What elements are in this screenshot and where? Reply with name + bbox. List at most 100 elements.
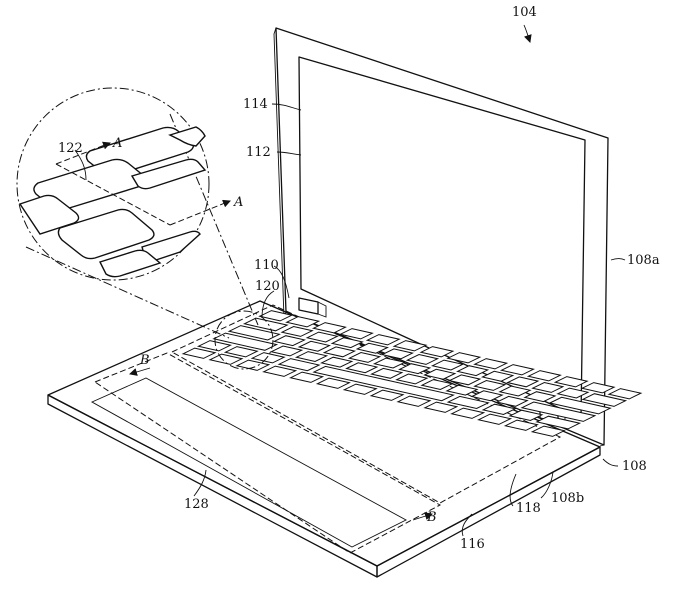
section-marker-a-top: A	[112, 136, 122, 151]
keyboard-key	[480, 370, 515, 382]
keyboard-key	[262, 365, 298, 377]
keyboard-key	[297, 340, 331, 352]
enlarged-key	[18, 194, 80, 235]
section-marker-a-right: A	[233, 195, 243, 210]
keyboard-key	[530, 425, 566, 437]
label-display-area: 114	[243, 97, 268, 112]
label-input-region: 116	[460, 537, 485, 552]
section-marker-b-right: B	[426, 510, 437, 525]
keyboard-key	[470, 390, 504, 402]
keyboard-key	[430, 359, 465, 371]
keyboard-key	[181, 347, 217, 359]
keyboard-key	[523, 391, 557, 403]
keyboard-key	[495, 395, 529, 407]
keyboard-key	[242, 317, 289, 332]
keyboard-keys	[181, 310, 643, 437]
keyboard-key	[223, 346, 259, 358]
keyboard-key	[392, 340, 428, 352]
keyboard-key	[520, 401, 597, 422]
label-display: 112	[246, 145, 271, 160]
keyboard-key	[372, 357, 407, 369]
keyboard-key	[481, 403, 517, 416]
keyboard-key	[580, 382, 616, 394]
keyboard-key	[345, 362, 379, 374]
keyboard-region-outline	[170, 304, 562, 504]
keyboard-key	[423, 401, 459, 413]
input-region-outline	[93, 352, 442, 554]
keyboard-key	[531, 381, 565, 393]
label-hinge: 110	[254, 258, 279, 273]
keyboard-key	[258, 310, 294, 322]
keyboard-key	[289, 371, 325, 383]
keyboard-key	[405, 353, 440, 365]
enlarged-key	[130, 158, 207, 190]
keyboard-key	[285, 316, 321, 328]
label-key: 120	[255, 279, 280, 294]
keyboard-key	[311, 322, 347, 334]
keyboard-key	[445, 384, 479, 396]
keyboard-key	[347, 351, 382, 363]
keyboard-key	[342, 383, 378, 395]
enlarged-key	[99, 249, 162, 278]
key-callout-circle	[214, 310, 274, 370]
keyboard-key	[370, 367, 404, 379]
keyboard-key	[277, 358, 321, 372]
laptop-base	[47, 300, 601, 578]
keyboard-key	[269, 345, 304, 357]
keyboard-key	[196, 340, 233, 352]
enlarged-key	[57, 208, 155, 260]
keyboard-key	[315, 377, 351, 389]
keyboard-key	[548, 396, 612, 415]
keyboard-key	[581, 393, 628, 407]
keyboard-key	[320, 356, 354, 368]
keyboard-key	[322, 346, 357, 358]
keyboard-key	[499, 364, 535, 376]
label-base: 108	[622, 459, 647, 474]
keyboard-key	[294, 351, 329, 363]
keyboard-key	[398, 363, 432, 375]
keyboard-key	[607, 388, 643, 400]
keyboard-key	[450, 407, 486, 419]
keyboard-key	[330, 337, 364, 349]
keyboard-key	[212, 332, 279, 351]
keyboard-key	[395, 373, 429, 385]
keyboard-key	[338, 328, 374, 340]
label-key-detail: 122	[58, 141, 83, 156]
keyboard-key	[477, 413, 513, 425]
keyboard-key	[448, 374, 482, 386]
keyboard-key	[369, 389, 405, 401]
keyboard-key	[446, 395, 490, 410]
keyboard-key	[250, 352, 286, 364]
keyboard-key	[503, 419, 539, 431]
keyboard-key	[446, 352, 482, 364]
magnified-key-detail	[16, 87, 274, 370]
label-device: 104	[512, 5, 537, 20]
section-marker-b-left: B	[139, 353, 150, 368]
keyboard-key	[423, 368, 457, 380]
trackpad-surface	[90, 377, 407, 548]
enlarged-key	[168, 126, 206, 147]
keyboard-key	[208, 353, 244, 365]
keyboard-key	[355, 342, 390, 354]
keyboard-key	[419, 346, 455, 358]
keyboard-key	[235, 359, 271, 371]
keyboard-key	[280, 325, 314, 337]
keyboard-key	[473, 358, 509, 370]
keyboard-key	[380, 348, 414, 360]
keyboard-key	[365, 334, 401, 346]
keyboard-key	[556, 387, 590, 399]
keyboard-key	[272, 335, 307, 347]
keyboard-key	[498, 385, 532, 397]
keyboard-key	[312, 365, 455, 402]
keyboard-key	[227, 325, 281, 341]
keyboard-key	[473, 379, 507, 391]
keyboard-key	[535, 415, 582, 430]
keyboard-key	[305, 331, 339, 343]
keyboard-key	[456, 365, 490, 377]
keyboard-key	[526, 370, 562, 382]
label-base-housing: 108b	[551, 491, 584, 506]
keyboard-key	[508, 409, 544, 422]
keyboard-key	[553, 376, 589, 388]
label-keyboard: 118	[516, 501, 541, 516]
